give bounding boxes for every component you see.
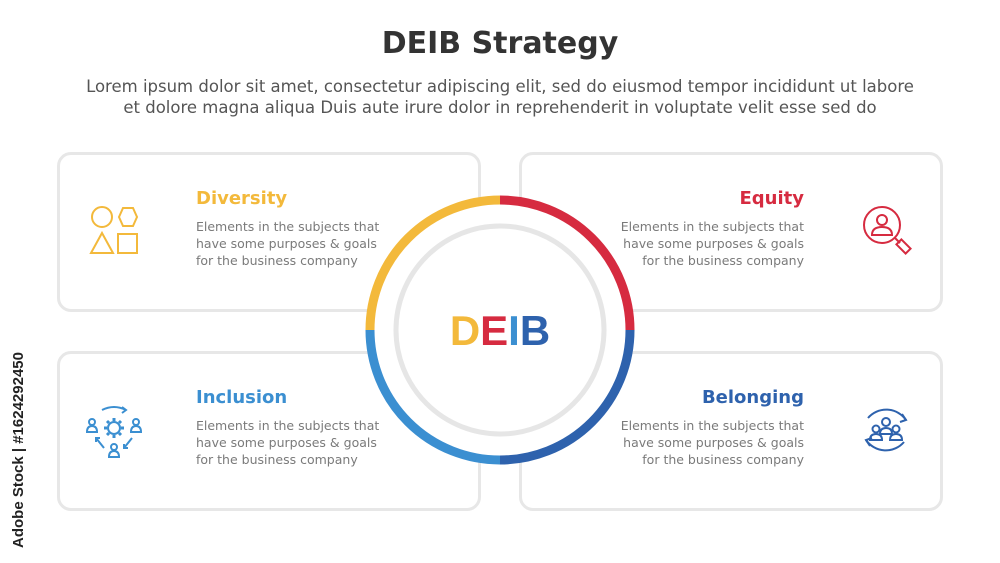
page-title: DEIB Strategy (381, 26, 619, 61)
center-letter-d: D (450, 307, 480, 354)
card-desc-belonging: Elements in the subjects that have some … (621, 417, 804, 468)
card-desc-line: for the business company (196, 253, 358, 268)
card-desc-line: for the business company (196, 452, 358, 467)
card-desc-line: for the business company (642, 452, 804, 467)
ring-segment-diversity (365, 195, 501, 331)
card-title-diversity: Diversity (196, 188, 288, 209)
card-desc-line: have some purposes & goals (196, 435, 377, 450)
center-letter-b: B (520, 307, 550, 354)
center-label: DEIB (450, 307, 550, 354)
card-desc-line: have some purposes & goals (623, 236, 804, 251)
page-subtitle: Lorem ipsum dolor sit amet, consectetur … (40, 76, 960, 118)
card-title-equity: Equity (739, 188, 804, 209)
subtitle-line: et dolore magna aliqua Duis aute irure d… (123, 98, 877, 117)
people-gear-cycle-icon (84, 400, 144, 460)
watermark-text: Adobe Stock | #1624292450 (10, 352, 27, 548)
card-desc-equity: Elements in the subjects that have some … (621, 218, 804, 269)
person-magnifier-icon (856, 201, 916, 261)
card-desc-line: for the business company (642, 253, 804, 268)
ring-background (368, 198, 632, 462)
card-title-inclusion: Inclusion (196, 387, 288, 408)
card-desc-line: have some purposes & goals (196, 236, 377, 251)
subtitle-line: Lorem ipsum dolor sit amet, consectetur … (86, 77, 914, 96)
ring-segment-equity (499, 195, 635, 331)
card-desc-line: Elements in the subjects that (196, 418, 380, 433)
ring-segment-inclusion (365, 329, 501, 465)
card-desc-line: Elements in the subjects that (196, 219, 380, 234)
card-desc-line: Elements in the subjects that (620, 418, 804, 433)
group-cycle-icon (856, 400, 916, 460)
card-desc-inclusion: Elements in the subjects that have some … (196, 417, 379, 468)
center-letter-e: E (480, 307, 508, 354)
card-desc-line: have some purposes & goals (623, 435, 804, 450)
card-title-belonging: Belonging (701, 387, 804, 408)
card-desc-diversity: Elements in the subjects that have some … (196, 218, 379, 269)
inner-ring (393, 223, 607, 437)
card-desc-line: Elements in the subjects that (620, 219, 804, 234)
center-letter-i: I (508, 307, 520, 354)
watermark: Adobe Stock | #1624292450 (10, 352, 27, 548)
shapes-icon (84, 201, 144, 261)
ring-segment-belonging (499, 329, 635, 465)
